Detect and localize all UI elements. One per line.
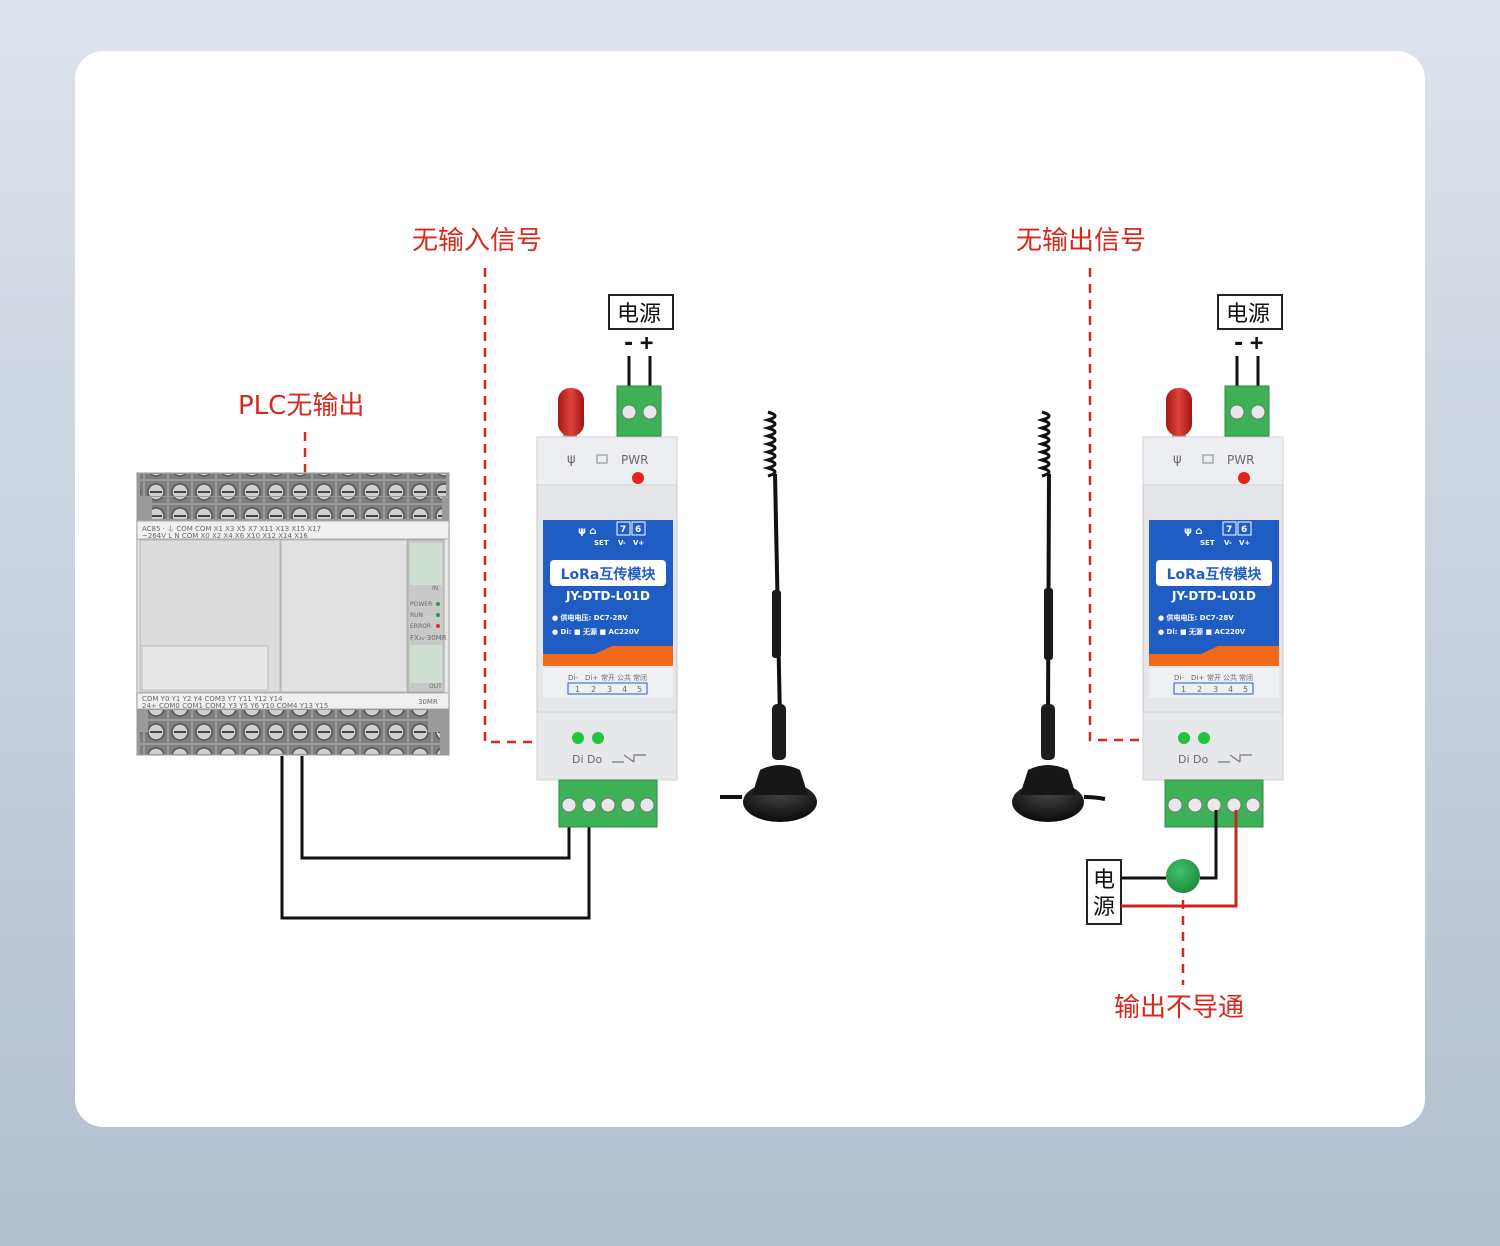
module-right-di-led <box>1178 732 1190 744</box>
plc-bottom-terminal-labels: COM Y0 Y1 Y2 Y4 COM3 Y7 Y11 Y12 Y14 <box>142 695 283 703</box>
label-plc-no-output: PLC无输出 <box>238 391 364 421</box>
module-left-spec-di: ● Di: ■ 无源 ■ AC220V <box>552 627 640 636</box>
module-left-terminal-nums: 1 2 3 4 5 <box>575 685 642 694</box>
svg-text:2: 2 <box>591 685 596 694</box>
module-right-spec-voltage: ● 供电电压: DC7-28V <box>1158 613 1234 622</box>
module-left-pwr: PWR <box>621 453 648 467</box>
plc-bottom-terminal-labels-2: 24+ COM0 COM1 COM2 Y3 Y5 Y6 Y10 COM4 Y13… <box>142 702 328 710</box>
module-right-spec-di: ● Di: ■ 无源 ■ AC220V <box>1158 627 1246 636</box>
wire-di-plus <box>280 756 591 920</box>
module-left-vplus: V+ <box>633 539 644 547</box>
module-right-led-label: Di Do <box>1178 753 1208 766</box>
leader-output-signal <box>1088 268 1160 742</box>
module-right-pwr-led <box>1238 472 1250 484</box>
plc-status-power: POWER <box>410 601 432 608</box>
load-power-label-top: 电 <box>1093 868 1115 893</box>
module-left-terminal-labels: Di- Di+ 常开 公共 常闭 <box>568 673 647 682</box>
wire-di-minus <box>300 756 571 860</box>
lora-module-right: ψ PWR ψ ⌂ 7 6 SET V- V+ LoRa互传模块 JY-DTD-… <box>1142 385 1284 828</box>
module-left-pwr-led <box>632 472 644 484</box>
module-right-pwr: PWR <box>1227 453 1254 467</box>
plc-30mr-tag: 30MR <box>418 698 438 706</box>
module-right-name: LoRa互传模块 <box>1167 566 1263 583</box>
svg-text:ψ ⌂: ψ ⌂ <box>1184 526 1203 537</box>
power-minus-right: - <box>1232 331 1245 356</box>
plc-model: FX₃ₛ-30MR <box>410 634 447 642</box>
label-no-output-signal: 无输出信号 <box>1016 226 1146 256</box>
svg-text:Di-: Di- <box>568 674 578 682</box>
power-label-right: 电源 <box>1226 302 1270 327</box>
svg-text:公共: 公共 <box>1223 673 1237 682</box>
load-power-label-bottom: 源 <box>1093 895 1115 920</box>
plc-unit: AC85 · ⏚ COM COM X1 X3 X5 X7 X11 X13 X15… <box>136 472 450 756</box>
module-right-t6: 6 <box>1241 525 1247 535</box>
svg-text:Di+: Di+ <box>585 674 598 682</box>
svg-text:5: 5 <box>637 685 642 694</box>
svg-text:2: 2 <box>1197 685 1202 694</box>
svg-text:ψ: ψ <box>567 452 576 467</box>
module-right-vminus: V- <box>1224 539 1232 547</box>
svg-text:3: 3 <box>1213 685 1218 694</box>
svg-text:常闭: 常闭 <box>1239 673 1253 682</box>
module-left-vminus: V- <box>618 539 626 547</box>
module-left-led-label: Di Do <box>572 753 602 766</box>
module-right-t7: 7 <box>1226 525 1232 535</box>
module-left-t6: 6 <box>635 525 641 535</box>
svg-text:3: 3 <box>607 685 612 694</box>
module-right-do-led <box>1198 732 1210 744</box>
plc-status-run: RUN <box>410 612 423 619</box>
plc-in-tag: IN <box>432 585 438 592</box>
power-box-right: 电源 - + <box>1217 294 1283 408</box>
svg-text:ψ ⌂: ψ ⌂ <box>578 526 597 537</box>
module-left-spec-voltage: ● 供电电压: DC7-28V <box>552 613 628 622</box>
module-left-do-led <box>592 732 604 744</box>
svg-text:1: 1 <box>575 685 580 694</box>
plc-status-error: ERROR <box>410 623 431 630</box>
svg-text:ψ: ψ <box>1173 452 1182 467</box>
svg-text:常开: 常开 <box>1207 673 1221 682</box>
suction-antenna-right <box>1012 410 1106 822</box>
svg-text:Di-: Di- <box>1174 674 1184 682</box>
plc-top-terminal-labels: AC85 · ⏚ COM COM X1 X3 X5 X7 X11 X13 X15… <box>142 525 321 533</box>
suction-antenna-left <box>720 410 817 822</box>
module-right-vplus: V+ <box>1239 539 1250 547</box>
module-right-terminal-labels: Di- Di+ 常开 公共 常闭 <box>1174 673 1253 682</box>
module-left-model: JY-DTD-L01D <box>565 589 650 603</box>
label-no-input-signal: 无输入信号 <box>412 226 542 256</box>
svg-text:常闭: 常闭 <box>633 673 647 682</box>
module-left-set: SET <box>594 539 609 547</box>
module-right-terminal-nums: 1 2 3 4 5 <box>1181 685 1248 694</box>
module-right-model: JY-DTD-L01D <box>1171 589 1256 603</box>
svg-text:5: 5 <box>1243 685 1248 694</box>
power-label-left: 电源 <box>617 302 661 327</box>
plc-top-terminal-labels-2: ~264V L N COM X0 X2 X4 X6 X10 X12 X14 X1… <box>142 532 308 540</box>
power-minus-left: - <box>622 331 635 356</box>
power-plus-left: + <box>640 331 653 356</box>
svg-text:4: 4 <box>1228 685 1233 694</box>
svg-text:常开: 常开 <box>601 673 615 682</box>
svg-text:公共: 公共 <box>617 673 631 682</box>
module-left-di-led <box>572 732 584 744</box>
power-plus-right: + <box>1250 331 1263 356</box>
plc-out-tag: OUT <box>429 683 442 690</box>
power-box-left: 电源 - + <box>608 294 674 408</box>
svg-text:1: 1 <box>1181 685 1186 694</box>
module-left-t7: 7 <box>620 525 626 535</box>
svg-text:4: 4 <box>622 685 627 694</box>
svg-text:Di+: Di+ <box>1191 674 1204 682</box>
plc-wires <box>280 756 591 920</box>
lora-module-left: ψ PWR ψ ⌂ 7 6 SET V- V+ LoRa互传模块 JY-DTD-… <box>536 385 678 828</box>
load-lamp <box>1166 859 1200 893</box>
module-left-name: LoRa互传模块 <box>561 566 657 583</box>
module-right-set: SET <box>1200 539 1215 547</box>
label-output-not-conducting: 输出不导通 <box>1114 993 1244 1023</box>
output-load-circuit: 电 源 <box>1086 810 1238 925</box>
